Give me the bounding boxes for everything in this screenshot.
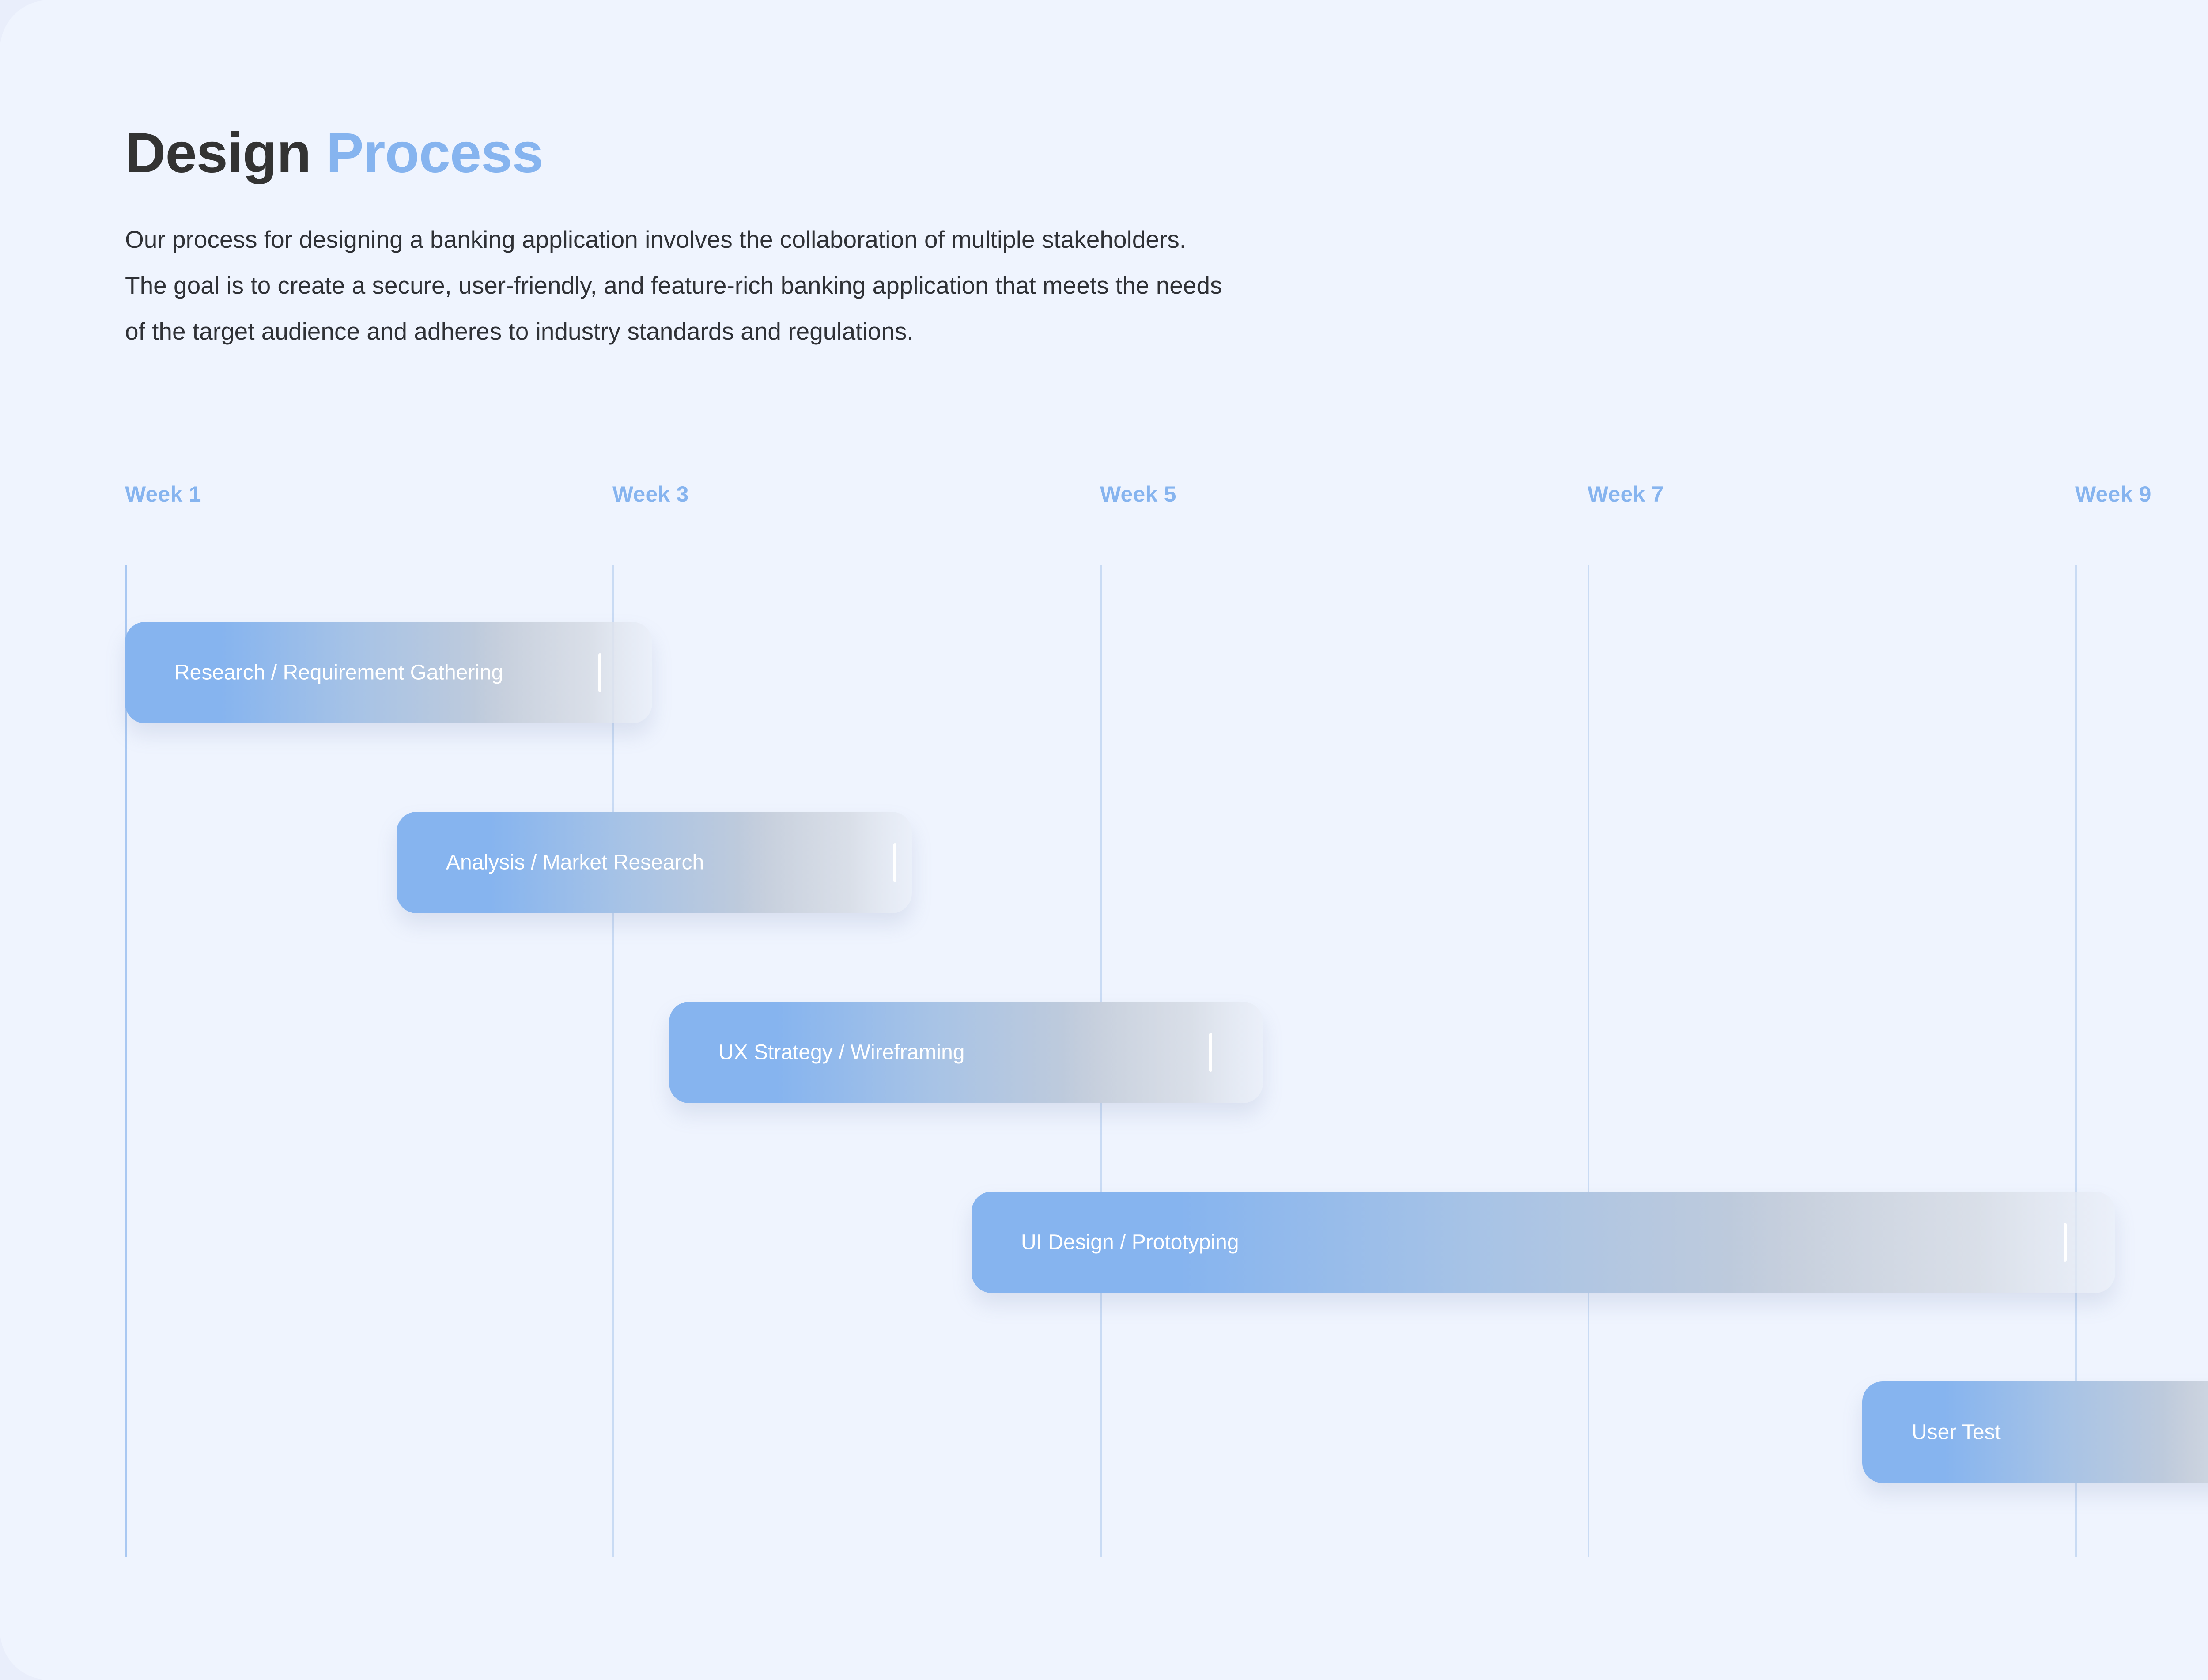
- gridline-week-9: [2075, 565, 2077, 1557]
- resize-handle-icon[interactable]: [2064, 1223, 2067, 1262]
- page-title-main: Design: [125, 121, 311, 185]
- intro-line-2: The goal is to create a secure, user-fri…: [125, 272, 1222, 299]
- page-title-accent: Process: [326, 121, 543, 185]
- gantt-bar-label: Analysis / Market Research: [446, 851, 704, 874]
- gantt-bar-ux-strategy[interactable]: UX Strategy / Wireframing: [669, 1002, 1263, 1103]
- page-header: Design Process Our process for designing…: [125, 121, 1891, 354]
- gantt-bar-label: UI Design / Prototyping: [1021, 1230, 1239, 1254]
- gantt-bar-label: User Test: [1912, 1420, 2001, 1444]
- gantt-bar-label: Research / Requirement Gathering: [174, 661, 503, 685]
- gridline-week-7: [1588, 565, 1589, 1557]
- axis-tick-week-9: Week 9: [2075, 482, 2151, 507]
- axis-tick-week-7: Week 7: [1588, 482, 1664, 507]
- intro-line-1: Our process for designing a banking appl…: [125, 226, 1187, 254]
- resize-handle-icon[interactable]: [893, 843, 896, 882]
- gantt-bar-analysis[interactable]: Analysis / Market Research: [397, 812, 912, 913]
- intro-line-3: of the target audience and adheres to in…: [125, 318, 914, 345]
- page-title: Design Process: [125, 121, 1891, 185]
- gantt-bar-ui-design[interactable]: UI Design / Prototyping: [972, 1192, 2116, 1293]
- axis-tick-week-5: Week 5: [1100, 482, 1176, 507]
- intro-paragraph: Our process for designing a banking appl…: [125, 216, 1891, 354]
- gantt-bar-user-test[interactable]: User Test: [1862, 1381, 2208, 1483]
- axis-tick-week-3: Week 3: [612, 482, 689, 507]
- gridline-week-3: [612, 565, 614, 1557]
- gantt-chart: Week 1 Week 3 Week 5 Week 7 Week 9 Resea…: [125, 481, 2208, 1585]
- gantt-bar-research[interactable]: Research / Requirement Gathering: [125, 622, 652, 723]
- gridline-week-1: [125, 565, 127, 1557]
- resize-handle-icon[interactable]: [598, 653, 601, 692]
- axis-tick-week-1: Week 1: [125, 482, 201, 507]
- resize-handle-icon[interactable]: [1209, 1033, 1212, 1072]
- gantt-bar-label: UX Strategy / Wireframing: [718, 1041, 965, 1064]
